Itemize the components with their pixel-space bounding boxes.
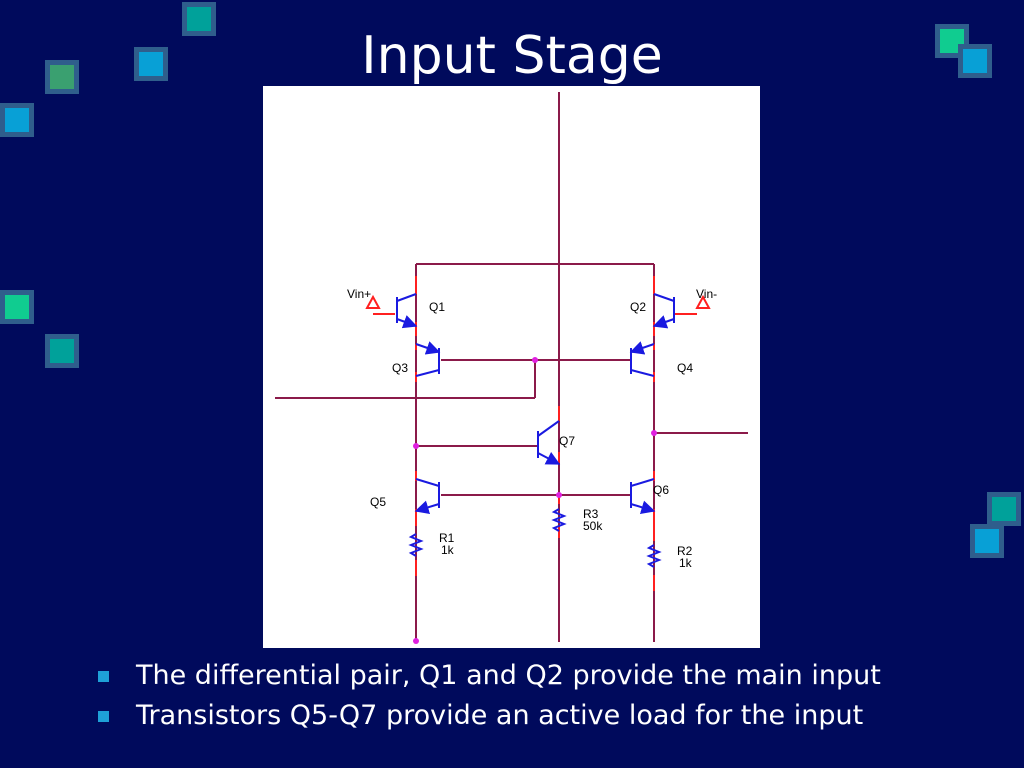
bullet-text: Transistors Q5-Q7 provide an active load… (136, 700, 864, 731)
r3-name-label: R3 (583, 507, 599, 521)
vin-plus-label: Vin+ (347, 287, 371, 301)
r1-value-label: 1k (441, 543, 455, 557)
bullet-text: The differential pair, Q1 and Q2 provide… (136, 660, 881, 691)
r1-name-label: R1 (439, 531, 455, 545)
q6-label: Q6 (653, 483, 669, 497)
square-bullet-icon (98, 671, 109, 682)
decor-square (134, 47, 168, 81)
square-bullet-icon (98, 711, 109, 722)
bullet-list: The differential pair, Q1 and Q2 provide… (98, 656, 881, 736)
q5-label: Q5 (370, 495, 386, 509)
r3-value-label: 50k (583, 519, 603, 533)
q1-label: Q1 (429, 300, 445, 314)
bullet-item: Transistors Q5-Q7 provide an active load… (98, 696, 881, 736)
decor-square (935, 24, 969, 58)
q7-label: Q7 (559, 434, 575, 448)
q4-label: Q4 (677, 361, 693, 375)
components (365, 293, 711, 568)
decor-square (0, 103, 34, 137)
junction-dots (413, 357, 657, 644)
slide-title: Input Stage (361, 26, 663, 86)
decor-square (987, 492, 1021, 526)
vin-minus-label: Vin- (696, 287, 717, 301)
q2-label: Q2 (630, 300, 646, 314)
r2-name-label: R2 (677, 544, 693, 558)
decor-square (0, 290, 34, 324)
bullet-item: The differential pair, Q1 and Q2 provide… (98, 656, 881, 696)
decor-square (182, 2, 216, 36)
leads (373, 276, 697, 591)
input-stage-schematic: Vin+ Vin- Q1 Q2 Q3 Q4 Q7 Q5 Q6 R1 1k R3 … (275, 92, 748, 644)
decor-square (958, 44, 992, 78)
r2-value-label: 1k (679, 556, 693, 570)
decor-square (45, 334, 79, 368)
decor-square (970, 524, 1004, 558)
schematic-panel: Vin+ Vin- Q1 Q2 Q3 Q4 Q7 Q5 Q6 R1 1k R3 … (263, 86, 760, 648)
decor-square (45, 60, 79, 94)
q3-label: Q3 (392, 361, 408, 375)
